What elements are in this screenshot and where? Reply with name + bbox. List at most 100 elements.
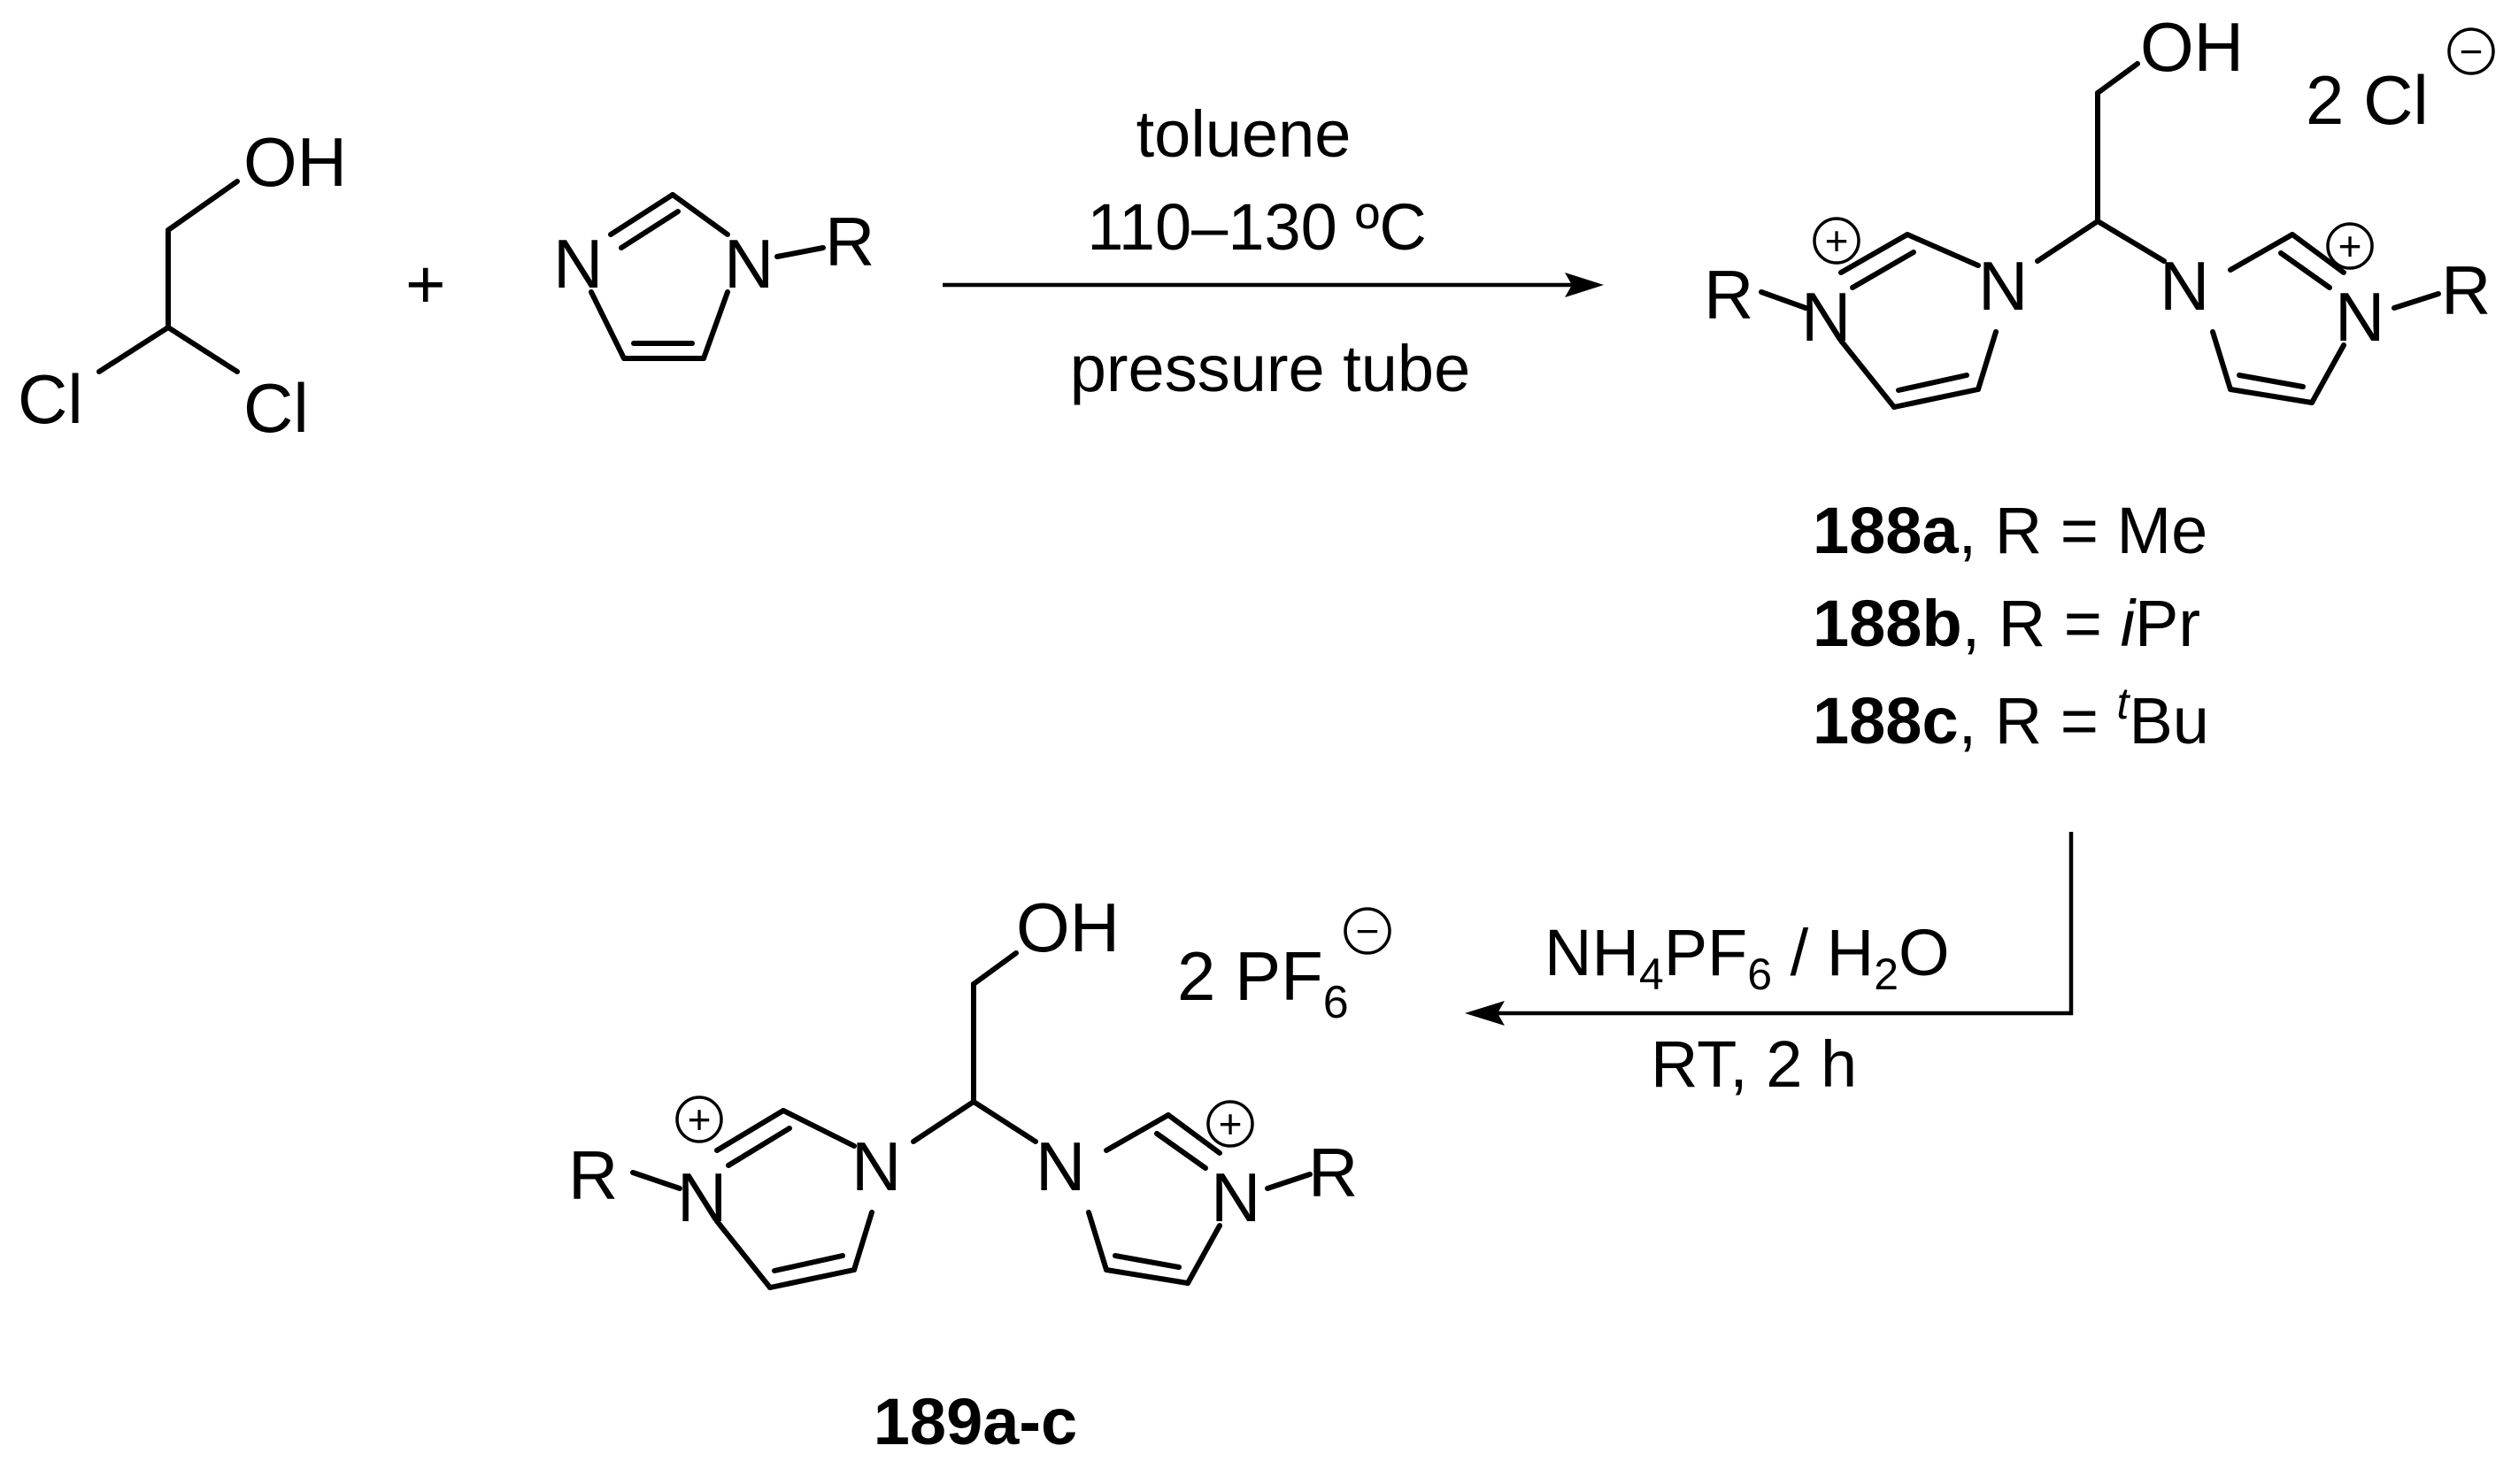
- counterion-label: 2 Cl: [2306, 61, 2429, 139]
- bond: [1976, 329, 1999, 392]
- hydroxyl-label: OH: [1016, 888, 1120, 966]
- bond: [1850, 250, 1916, 290]
- bond: [1166, 1112, 1222, 1156]
- product-189: OH R N N + N N R + 2 PF6 − 189a-: [568, 888, 1391, 1458]
- chlorine-label: Cl: [243, 369, 309, 447]
- reactant-dichloroethanol: OH Cl Cl: [18, 123, 347, 447]
- nitrogen-label: N: [1978, 247, 2028, 325]
- nitrogen-label: N: [2335, 278, 2384, 356]
- r-group-label: R: [1308, 1134, 1358, 1211]
- compound-label-188b: 188b, R = iPr: [1813, 587, 2200, 660]
- negative-charge-icon: [2447, 27, 2495, 75]
- bond: [166, 325, 240, 374]
- bond: [701, 289, 730, 361]
- bond: [781, 1108, 857, 1149]
- bond: [2228, 232, 2295, 273]
- bond: [1896, 373, 1969, 393]
- counterion-label: 2 PF6: [1177, 937, 1349, 1028]
- bond: [2237, 373, 2306, 389]
- bond: [2309, 342, 2346, 405]
- nitrogen-label: N: [724, 225, 774, 303]
- bond: [96, 325, 171, 374]
- positive-charge-symbol: +: [1825, 218, 1849, 264]
- reaction-arrow-2: NH4PF6 / H2O RT, 2 h: [1465, 832, 2074, 1101]
- arrow-shaft: [1487, 832, 2074, 1016]
- r-group-label: R: [2441, 251, 2491, 329]
- r-group-label: R: [825, 203, 874, 281]
- bond: [2210, 329, 2233, 392]
- bond: [1891, 387, 1981, 410]
- bond: [1265, 1172, 1313, 1191]
- conditions-label: RT, 2 h: [1651, 1027, 1857, 1101]
- negative-charge-symbol: −: [1356, 908, 1380, 954]
- bond: [1838, 338, 1897, 410]
- compound-label-188c: 188c, R = tBu: [1813, 679, 2209, 757]
- r-group-label: R: [568, 1136, 618, 1214]
- compound-label-189: 189a-c: [874, 1385, 1077, 1458]
- bond: [911, 1099, 976, 1144]
- temperature-label: 110–130 ºC: [1087, 190, 1427, 264]
- bond: [971, 950, 1019, 987]
- positive-charge-symbol: +: [1219, 1101, 1243, 1147]
- bond: [1104, 1267, 1190, 1286]
- arrowhead: [1565, 273, 1604, 297]
- bond: [1759, 289, 1808, 311]
- reactant-imidazole: N N R: [553, 192, 874, 361]
- bond: [1086, 1210, 1109, 1273]
- chlorine-label: Cl: [18, 360, 83, 438]
- nitrogen-label: N: [1211, 1158, 1260, 1236]
- bond: [1838, 232, 1910, 275]
- positive-charge-symbol: +: [688, 1096, 712, 1142]
- positive-charge-icon: [675, 1096, 723, 1143]
- nitrogen-label: N: [677, 1158, 727, 1236]
- bond: [1113, 1253, 1182, 1270]
- bond: [726, 1126, 792, 1168]
- vessel-label: pressure tube: [1070, 332, 1471, 405]
- bond: [774, 245, 826, 259]
- hydroxyl-label: OH: [2140, 8, 2244, 86]
- nitrogen-label: N: [1036, 1127, 1085, 1205]
- bond: [2278, 250, 2332, 290]
- solvent-label: toluene: [1136, 97, 1352, 171]
- bond: [2095, 61, 2140, 96]
- bond: [1104, 1112, 1171, 1153]
- bond: [772, 1253, 845, 1273]
- arrowhead: [1465, 1001, 1505, 1026]
- r-group-label: R: [1704, 256, 1753, 334]
- nitrogen-label: N: [1801, 278, 1851, 356]
- bond: [1154, 1131, 1208, 1171]
- hydroxyl-label: OH: [243, 123, 347, 201]
- bond: [851, 1210, 874, 1273]
- bond: [608, 192, 675, 237]
- bond: [589, 289, 627, 361]
- bond: [2035, 219, 2100, 264]
- bond: [630, 1170, 682, 1191]
- nitrogen-label: N: [2160, 247, 2209, 325]
- plus-sign: +: [405, 245, 446, 323]
- compound-label-188a: 188a, R = Me: [1813, 494, 2207, 567]
- bond: [971, 1099, 1038, 1144]
- product-188: OH R N N + N N R + 2 Cl − 1: [1704, 8, 2495, 757]
- positive-charge-icon: [1813, 217, 1860, 265]
- positive-charge-icon: [2326, 222, 2374, 270]
- bond: [714, 1219, 773, 1290]
- nitrogen-label: N: [553, 225, 603, 303]
- negative-charge-icon: [1344, 907, 1391, 955]
- reagent-label: NH4PF6 / H2O: [1544, 916, 1950, 999]
- reaction-arrow-1: toluene 110–130 ºC pressure tube: [943, 97, 1604, 405]
- positive-charge-icon: [1206, 1100, 1254, 1148]
- bond: [670, 192, 730, 237]
- bond: [166, 179, 240, 233]
- bond: [767, 1267, 857, 1290]
- bond: [619, 209, 681, 250]
- bond: [2095, 219, 2167, 264]
- positive-charge-symbol: +: [2338, 223, 2362, 269]
- bond: [2392, 291, 2441, 311]
- bond: [2290, 232, 2346, 275]
- bond: [1185, 1223, 1222, 1286]
- negative-charge-symbol: −: [2460, 28, 2484, 74]
- bond: [1905, 232, 1981, 268]
- bond: [714, 1108, 786, 1153]
- nitrogen-label: N: [851, 1127, 901, 1205]
